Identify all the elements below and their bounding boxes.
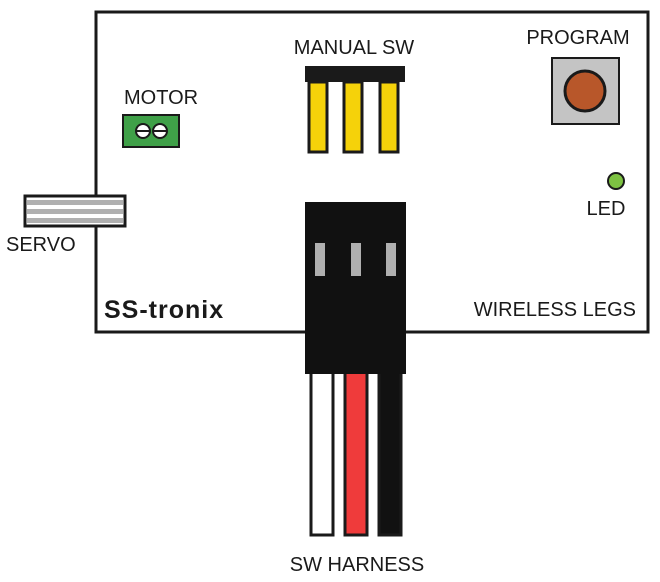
servo-label: SERVO [6,234,76,256]
connector-pin [386,243,396,276]
servo-pin [27,200,123,205]
motor-label: MOTOR [124,87,198,109]
sw-harness-label: SW HARNESS [290,554,424,576]
harness-connector [305,202,406,374]
servo-connector [23,194,127,228]
servo-pin [27,209,123,214]
manual-switch-header [305,66,405,154]
led-indicator [607,172,625,190]
connector-pin [351,243,361,276]
button-cap [563,69,607,113]
harness-wires [309,370,403,537]
motor-terminal [122,114,180,148]
wire-white [309,370,335,537]
program-label: PROGRAM [526,27,629,49]
header-pin [378,80,400,154]
servo-pin [27,218,123,223]
header-pin [307,80,329,154]
wire-red [343,370,369,537]
led-label: LED [587,198,626,220]
header-pin [342,80,364,154]
program-button [551,57,620,125]
board-name: WIRELESS LEGS [474,299,636,321]
connector-pin [315,243,325,276]
manual-sw-label: MANUAL SW [294,37,415,59]
connector-housing [305,202,406,374]
wire-black [377,370,403,537]
header-housing [305,66,405,82]
brand-logo: SS-tronix [104,296,224,324]
